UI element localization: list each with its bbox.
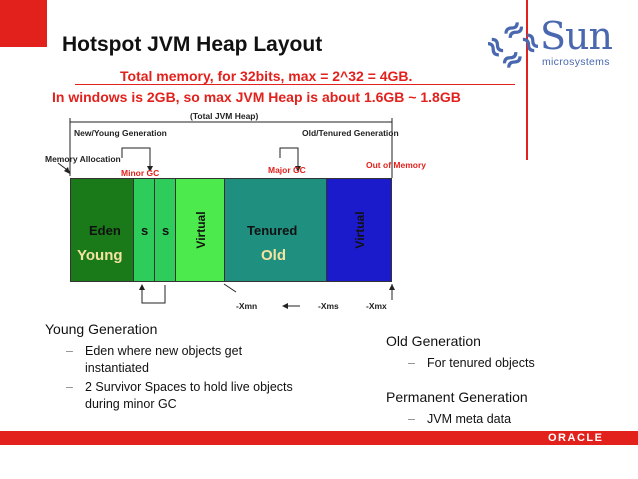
corner-accent bbox=[0, 0, 47, 47]
eden-block: Eden Young bbox=[70, 178, 134, 282]
minor-gc-label: Minor GC bbox=[121, 168, 160, 178]
major-gc-label: Major GC bbox=[268, 165, 306, 175]
survivor-space-2: s bbox=[154, 178, 176, 282]
perm-item-1: JVM meta data bbox=[427, 412, 512, 426]
logo-word: Sun bbox=[540, 14, 613, 58]
xmx-label: -Xmx bbox=[366, 301, 387, 311]
old-item-1: For tenured objects bbox=[427, 356, 535, 370]
tenured-label: Tenured bbox=[247, 223, 298, 238]
young-item-2: 2 Survivor Spaces to hold live objects d… bbox=[85, 380, 293, 411]
logo-subtitle: microsystems bbox=[542, 56, 610, 68]
memory-allocation-label: Memory Allocation bbox=[45, 154, 121, 164]
virtual-label-1: Virtual bbox=[194, 211, 208, 249]
young-label: Young bbox=[77, 247, 123, 264]
total-heap-label: (Total JVM Heap) bbox=[190, 111, 259, 121]
oracle-brand: ORACLE bbox=[548, 432, 604, 444]
survivor-label-2: s bbox=[162, 223, 170, 238]
underline-rule bbox=[75, 84, 515, 85]
survivor-space-1: s bbox=[133, 178, 155, 282]
sun-logo-icon bbox=[488, 22, 538, 68]
permanent-generation-heading: Permanent Generation bbox=[386, 389, 528, 405]
memory-note-line2: In windows is 2GB, so max JVM Heap is ab… bbox=[52, 89, 461, 105]
list-item: – For tenured objects bbox=[408, 355, 608, 372]
old-gen-label: Old/Tenured Generation bbox=[302, 128, 399, 138]
out-of-memory-label: Out of Memory bbox=[366, 160, 426, 170]
sun-logo: Sun microsystems bbox=[488, 14, 628, 80]
eden-label: Eden bbox=[89, 223, 121, 238]
old-label: Old bbox=[261, 247, 286, 264]
footer-bar bbox=[0, 431, 638, 445]
memory-note-line1: Total memory, for 32bits, max = 2^32 = 4… bbox=[120, 68, 413, 84]
survivor-label-1: s bbox=[141, 223, 149, 238]
young-gen-label: New/Young Generation bbox=[74, 128, 167, 138]
tenured-block: Tenured Old bbox=[224, 178, 327, 282]
virtual-young-block: Virtual bbox=[175, 178, 225, 282]
young-item-1: Eden where new objects get instantiated bbox=[85, 344, 243, 375]
list-item: – 2 Survivor Spaces to hold live objects… bbox=[66, 379, 296, 413]
young-generation-heading: Young Generation bbox=[45, 321, 158, 337]
vertical-accent-line bbox=[526, 0, 528, 160]
old-generation-heading: Old Generation bbox=[386, 333, 481, 349]
slide-title: Hotspot JVM Heap Layout bbox=[62, 33, 323, 56]
list-item: – JVM meta data bbox=[408, 411, 608, 428]
xms-label: -Xms bbox=[318, 301, 339, 311]
virtual-old-block: Virtual bbox=[326, 178, 392, 282]
virtual-label-2: Virtual bbox=[353, 211, 367, 249]
xmn-label: -Xmn bbox=[236, 301, 258, 311]
list-item: – Eden where new objects get instantiate… bbox=[66, 343, 286, 377]
